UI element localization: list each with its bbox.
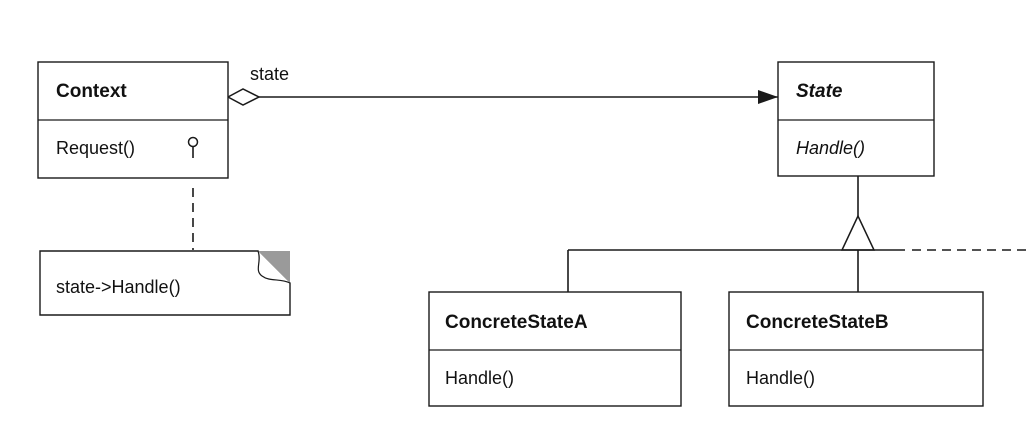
class-state[interactable]: State Handle() — [777, 61, 935, 177]
class-context[interactable]: Context Request() — [37, 61, 229, 179]
note[interactable]: state->Handle() — [39, 250, 291, 316]
note-text: state->Handle() — [56, 277, 181, 297]
class-state-operation: Handle() — [796, 138, 865, 158]
class-concrete-state-a-operation: Handle() — [445, 368, 514, 388]
association-label: state — [250, 64, 289, 84]
class-concrete-state-a-box — [428, 291, 682, 407]
class-context-name: Context — [56, 81, 127, 102]
note-box — [39, 250, 291, 316]
association-context-state: state — [226, 64, 778, 106]
inheritance-hierarchy — [567, 176, 1031, 292]
association-arrowhead — [758, 90, 778, 104]
class-concrete-state-b-box — [728, 291, 984, 407]
class-context-operation: Request() — [56, 138, 135, 158]
class-concrete-state-a[interactable]: ConcreteStateA Handle() — [428, 291, 682, 407]
class-state-box — [777, 61, 935, 177]
note-anchor-circle — [187, 136, 199, 148]
note-connector — [187, 136, 199, 250]
aggregation-diamond — [226, 88, 261, 106]
class-state-name: State — [796, 81, 843, 102]
class-concrete-state-b-name: ConcreteStateB — [746, 312, 889, 333]
class-concrete-state-b-operation: Handle() — [746, 368, 815, 388]
inheritance-triangle — [840, 214, 876, 251]
class-concrete-state-a-name: ConcreteStateA — [445, 312, 588, 333]
class-concrete-state-b[interactable]: ConcreteStateB Handle() — [728, 291, 984, 407]
note-fold-curl — [257, 250, 291, 284]
